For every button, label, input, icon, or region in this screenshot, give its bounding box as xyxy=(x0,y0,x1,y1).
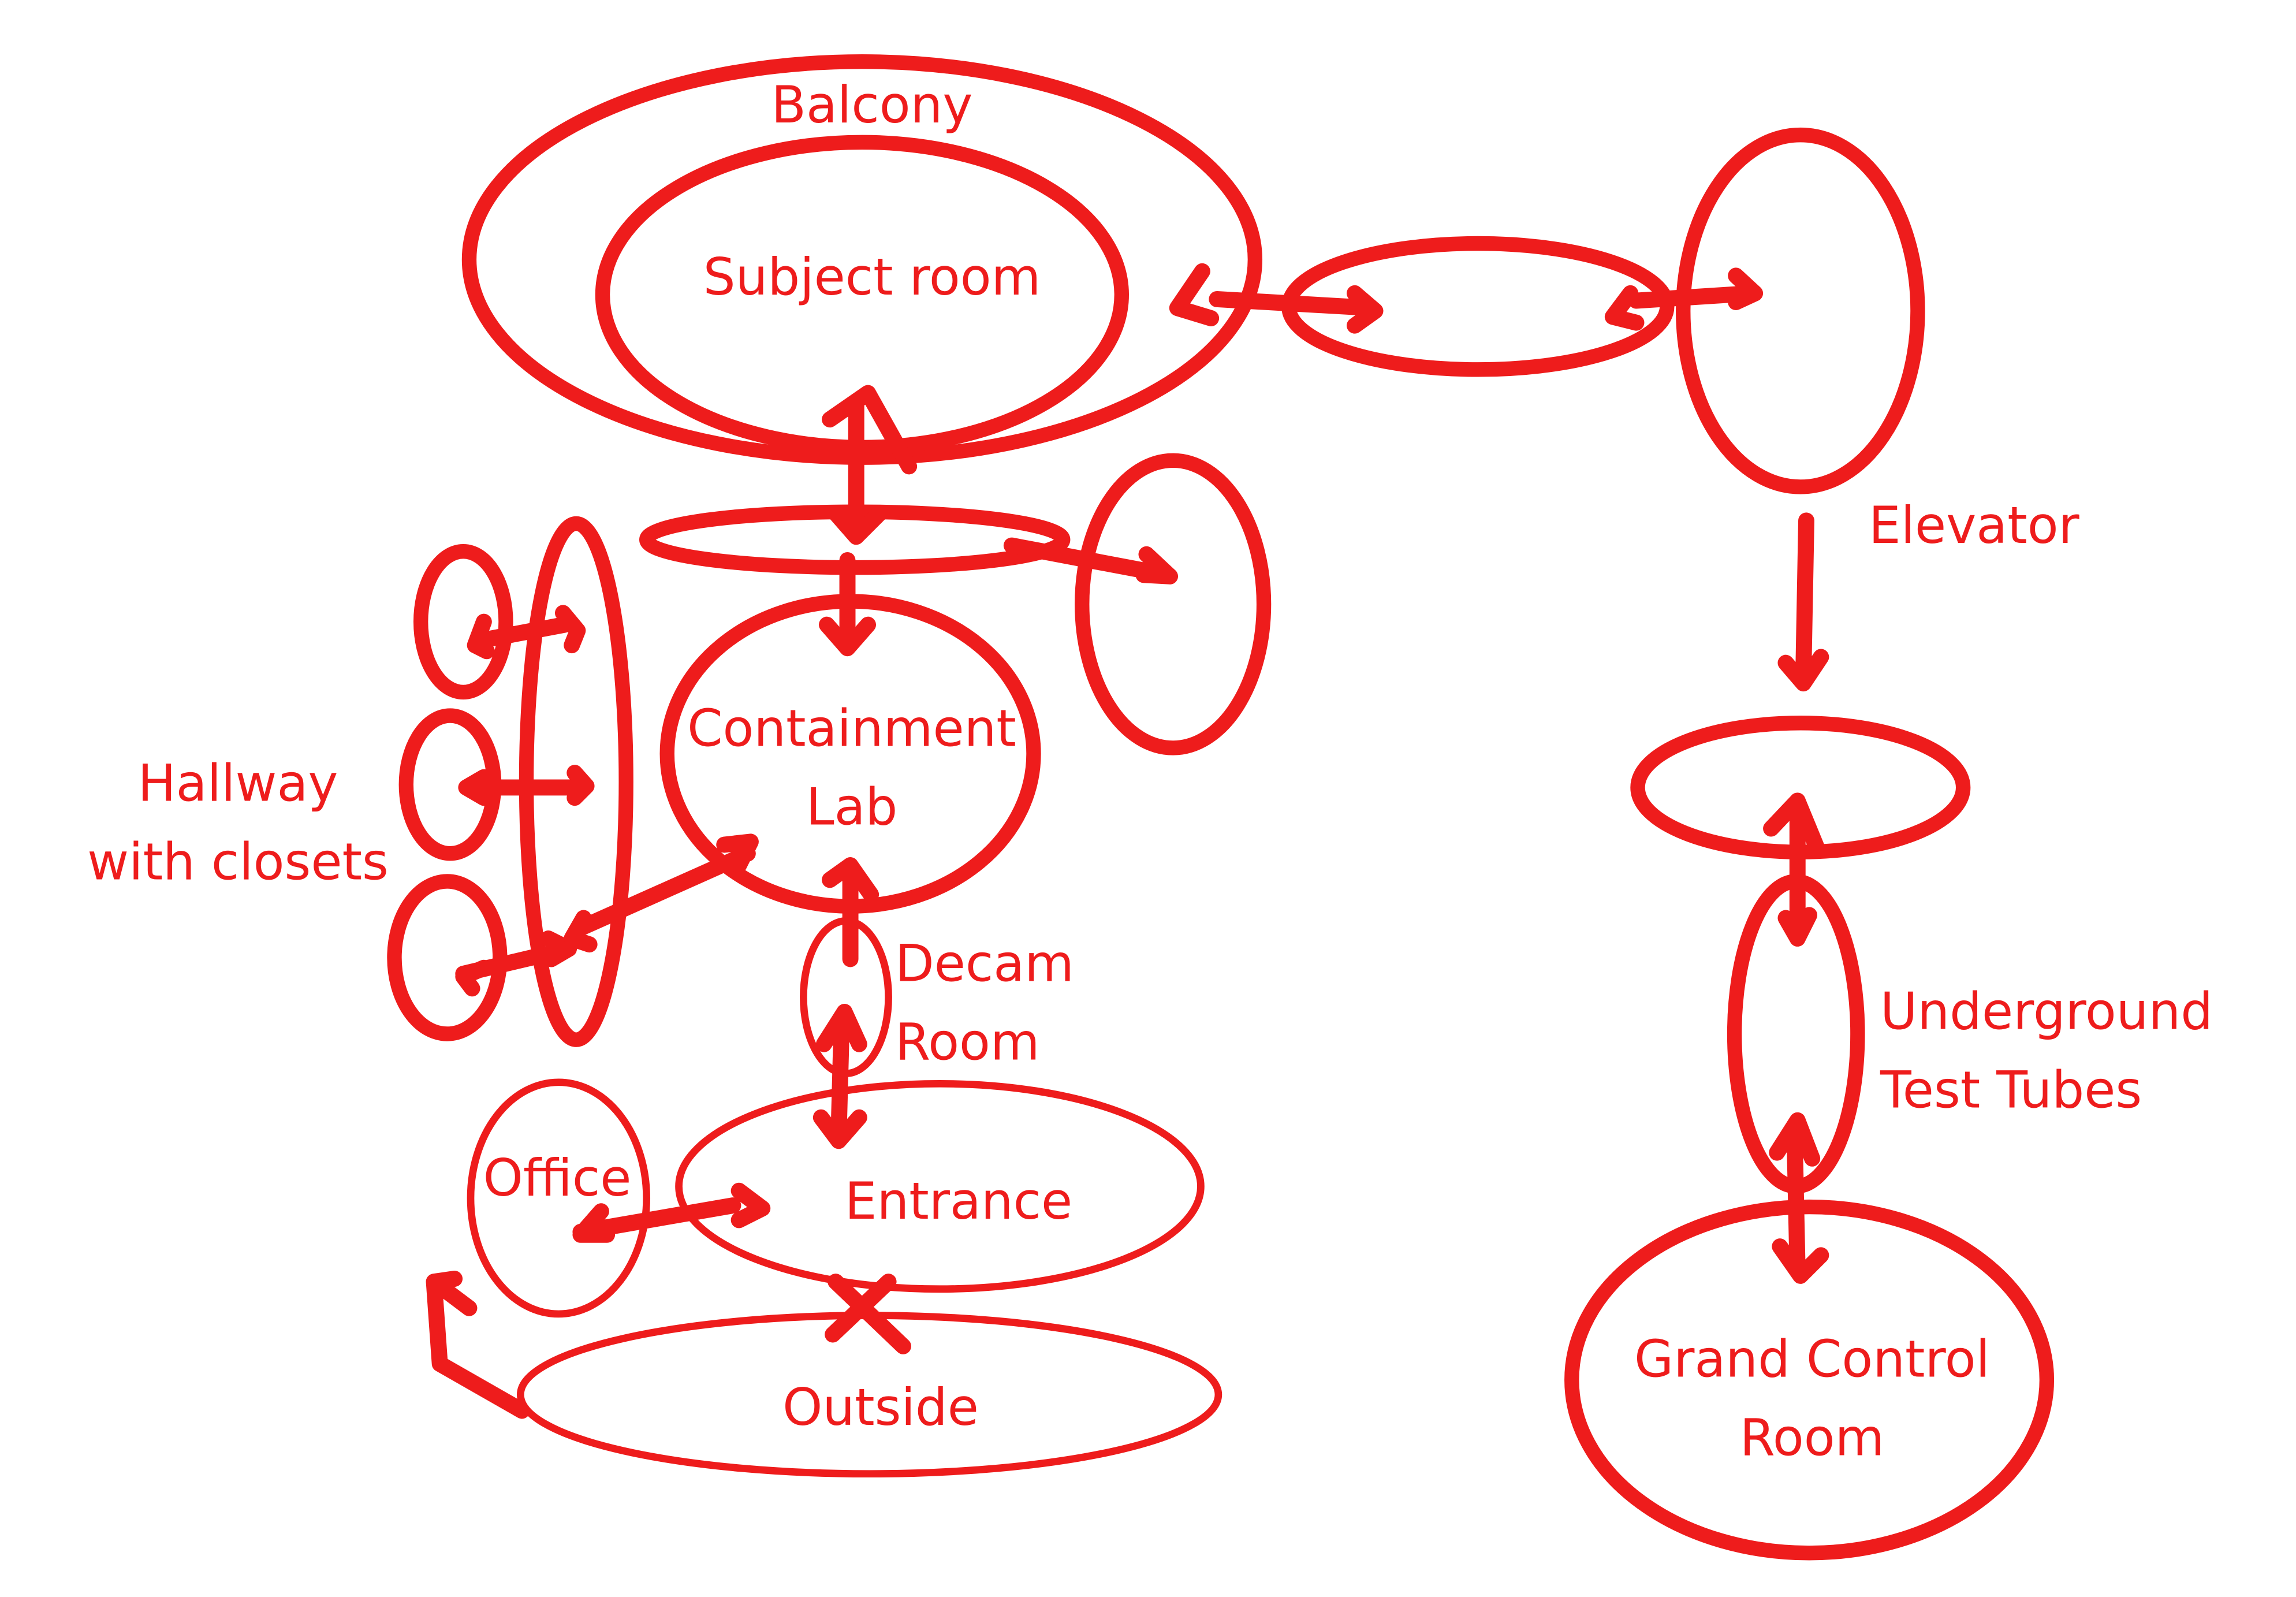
entrance-label: Entrance xyxy=(844,1171,1073,1231)
grand-control-room-label: Grand Control Room xyxy=(1634,1329,1990,1468)
blocked-entrance-outside-x xyxy=(825,1274,911,1354)
closet-1 xyxy=(413,543,513,700)
entrance-room xyxy=(675,1079,1205,1293)
underground-test-tubes-label: Underground Test Tubes xyxy=(1880,981,2213,1120)
arrow-corridor-to-lab xyxy=(819,552,877,657)
outside-label: Outside xyxy=(782,1377,979,1437)
office-room xyxy=(467,1078,651,1318)
arrow-elevator-down xyxy=(1777,512,1829,692)
balcony-label: Balcony xyxy=(771,75,973,135)
decam-room-label: Decam Room xyxy=(895,933,1074,1072)
arrow-corridor-to-side-room xyxy=(1003,537,1179,585)
office-label: Office xyxy=(483,1148,632,1208)
arrow-balcony-to-top-corridor xyxy=(1169,263,1384,334)
elevator-label: Elevator xyxy=(1869,495,2079,555)
arrow-landing-to-test-tubes xyxy=(1763,792,1827,947)
arrow-closet-1 xyxy=(467,605,586,660)
arrow-decam-to-lab xyxy=(822,857,879,967)
grand-control-room xyxy=(1564,1199,2055,1561)
arrow-subject-to-corridor xyxy=(822,385,918,545)
closet-3 xyxy=(387,874,508,1041)
containment-lab-label: Containment Lab xyxy=(687,698,1016,837)
subject-room-label: Subject room xyxy=(703,247,1041,307)
elevator-shaft-room xyxy=(1676,127,1925,494)
arrow-decam-to-entrance xyxy=(812,1003,867,1149)
arrow-closet-2 xyxy=(458,765,595,806)
side-room xyxy=(1075,453,1272,755)
arrow-outside-to-office xyxy=(426,1271,530,1419)
arrow-test-tubes-to-control xyxy=(1769,1112,1829,1284)
arrow-top-corridor-to-elevator xyxy=(1604,267,1764,331)
arrow-closet-3 xyxy=(455,930,577,997)
arrow-hallway-to-lab xyxy=(564,833,759,953)
hallway-label: Hallway with closets xyxy=(87,753,389,892)
arrow-office-to-entrance xyxy=(572,1182,771,1243)
